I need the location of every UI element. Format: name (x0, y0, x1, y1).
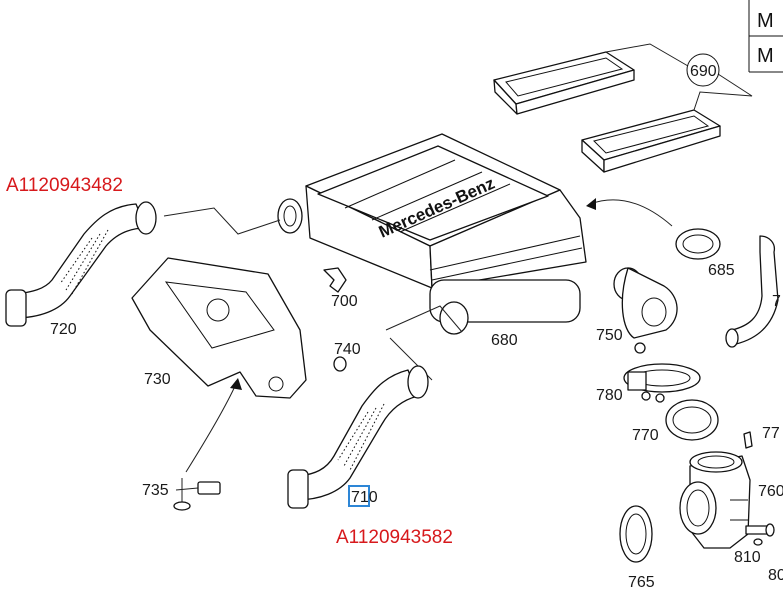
label-750: 750 (596, 327, 623, 344)
seal-ring-770 (665, 399, 719, 441)
highlight-710 (348, 485, 370, 507)
label-810: 810 (734, 549, 761, 566)
clip-700 (323, 267, 347, 293)
air-filter-element-lower (581, 109, 721, 173)
breather-hose-right (725, 235, 779, 348)
label-735: 735 (142, 482, 169, 499)
table-row-2: M (757, 45, 774, 67)
label-690: 690 (690, 63, 717, 80)
reference-table: M M (748, 0, 783, 73)
label-760: 760 (758, 483, 783, 500)
arrow-head (230, 378, 242, 390)
plug-740 (333, 356, 347, 372)
label-680: 680 (491, 332, 518, 349)
label-770: 770 (632, 427, 659, 444)
arrow-head (586, 198, 596, 210)
sleeve-765 (619, 505, 653, 563)
callout-690: 690 (605, 43, 753, 111)
bolt-810 (745, 523, 775, 546)
label-730: 730 (144, 371, 171, 388)
seal-ring-685 (675, 228, 721, 260)
air-filter-element-upper (493, 51, 635, 115)
cover-plate-730 (131, 257, 307, 399)
part-number-bottom-center[interactable]: A1120943582 (336, 527, 453, 548)
label-700: 700 (331, 293, 358, 310)
air-mass-sensor-750 (613, 267, 678, 354)
air-filter-housing: Mercedes-Benz (277, 133, 587, 335)
fasteners-735 (173, 478, 221, 511)
label-720: 720 (50, 321, 77, 338)
label-710: 710 (351, 489, 378, 506)
label-7: 7 (772, 293, 781, 310)
intake-duct-710 (287, 365, 429, 509)
throttle-housing-760 (679, 451, 751, 549)
table-row-1: M (757, 10, 774, 32)
label-780: 780 (596, 387, 623, 404)
label-765: 765 (628, 574, 655, 591)
hose-clamp-780 (623, 363, 701, 403)
label-77: 77 (762, 425, 780, 442)
screw-77 (743, 431, 753, 449)
intake-duct-720 (5, 201, 157, 327)
label-80: 80 (768, 567, 783, 584)
label-685: 685 (708, 262, 735, 279)
label-740: 740 (334, 341, 361, 358)
part-number-top-left[interactable]: A1120943482 (6, 175, 123, 196)
